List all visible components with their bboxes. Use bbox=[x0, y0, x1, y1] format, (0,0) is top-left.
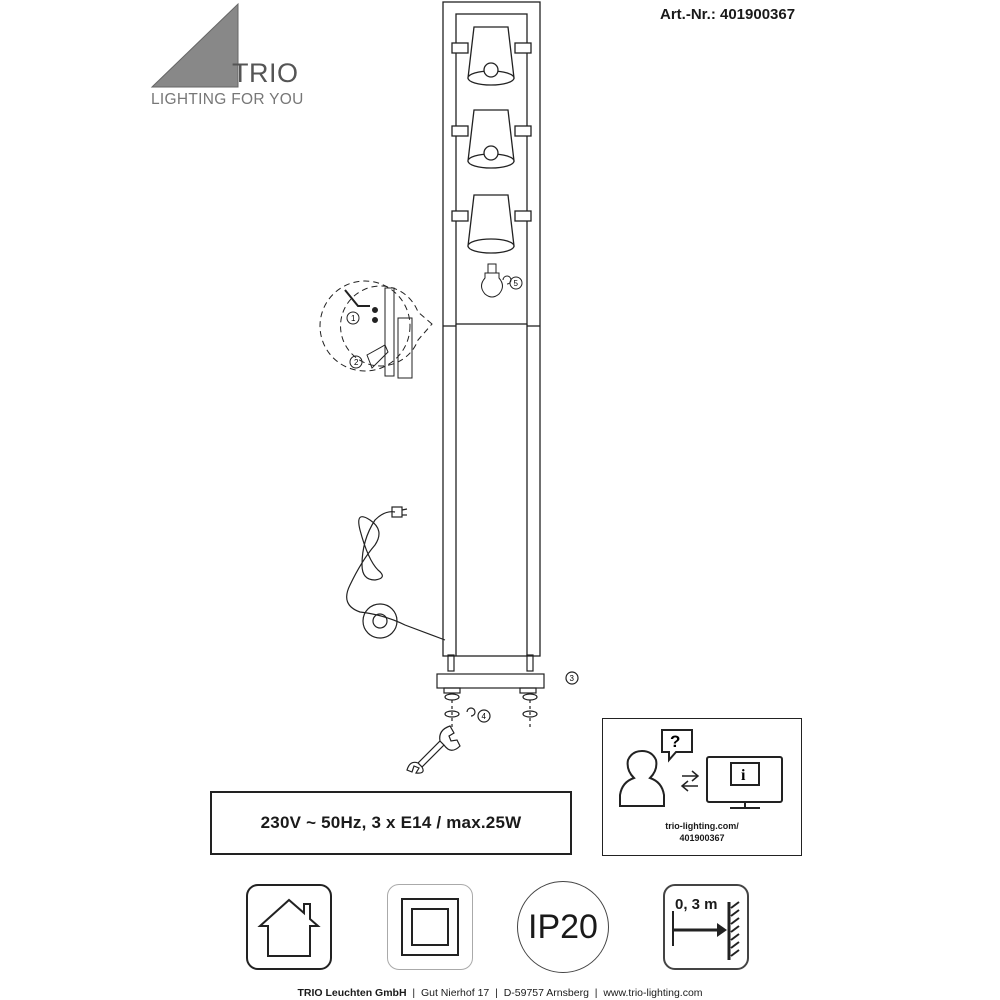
info-letter: i bbox=[741, 767, 746, 784]
lamp-frame bbox=[442, 1, 541, 657]
footer-separator: | bbox=[495, 987, 498, 999]
ip-rating-text: IP20 bbox=[528, 907, 598, 946]
question-mark: ? bbox=[670, 732, 680, 751]
distance-arrow-icon bbox=[672, 901, 740, 960]
footer: TRIO Leuchten GmbH | Gut Nierhof 17 | D-… bbox=[0, 987, 1000, 999]
question-bubble-icon bbox=[661, 729, 693, 763]
rotate-arrow-icon bbox=[502, 275, 512, 285]
spec-box: 230V ~ 50Hz, 3 x E14 / max.25W bbox=[210, 791, 572, 855]
step-5-label: 5 bbox=[514, 279, 519, 288]
assembly-diagram: 5 1 2 3 4 bbox=[150, 1, 783, 809]
lamp-shade-1 bbox=[451, 26, 532, 86]
lamp-shades bbox=[451, 26, 532, 254]
double-square-icon bbox=[401, 898, 459, 956]
info-url-line2: 401900367 bbox=[679, 833, 725, 843]
footer-separator: | bbox=[412, 987, 416, 999]
plug-cable-icon bbox=[346, 506, 446, 641]
footer-city: D-59757 Arnsberg bbox=[503, 987, 589, 999]
lamp-shade-2 bbox=[451, 109, 532, 169]
min-distance-symbol bbox=[663, 884, 749, 970]
indoor-use-symbol bbox=[246, 884, 332, 970]
bulb-icon bbox=[481, 263, 523, 298]
hex-key-icon bbox=[344, 289, 370, 307]
ip-rating-symbol: IP20 bbox=[517, 881, 609, 973]
spec-text: 230V ~ 50Hz, 3 x E14 / max.25W bbox=[260, 813, 522, 832]
protection-class-2-symbol bbox=[387, 884, 473, 970]
footer-website[interactable]: www.trio-lighting.com bbox=[603, 987, 703, 999]
lamp-shade-3 bbox=[451, 194, 532, 254]
detail-callout bbox=[319, 280, 433, 379]
wrench-icon bbox=[406, 725, 461, 774]
base-plate bbox=[436, 654, 579, 728]
info-box bbox=[602, 718, 802, 856]
step-4-label: 4 bbox=[482, 712, 487, 721]
logo-wordmark: TRIO bbox=[232, 58, 299, 88]
info-icon bbox=[730, 762, 760, 786]
min-distance-label: 0, 3 m bbox=[675, 896, 718, 913]
footer-address: Gut Nierhof 17 bbox=[420, 987, 490, 999]
logo-tagline: LIGHTING FOR YOU bbox=[151, 91, 304, 108]
swap-arrows-icon bbox=[680, 770, 700, 792]
step-3-label: 3 bbox=[570, 674, 575, 683]
footer-separator: | bbox=[594, 987, 598, 999]
info-illustration bbox=[619, 729, 783, 809]
step-1-label: 1 bbox=[351, 314, 356, 323]
article-number: Art.-Nr.: 401900367 bbox=[660, 6, 796, 23]
house-icon bbox=[257, 898, 321, 957]
footer-company: TRIO Leuchten GmbH bbox=[297, 987, 407, 999]
info-url-line1: trio-lighting.com/ bbox=[665, 821, 739, 831]
triangle-logo-icon bbox=[150, 2, 239, 88]
step-2-label: 2 bbox=[354, 358, 359, 367]
info-url: trio-lighting.com/ 401900367 bbox=[602, 820, 802, 844]
